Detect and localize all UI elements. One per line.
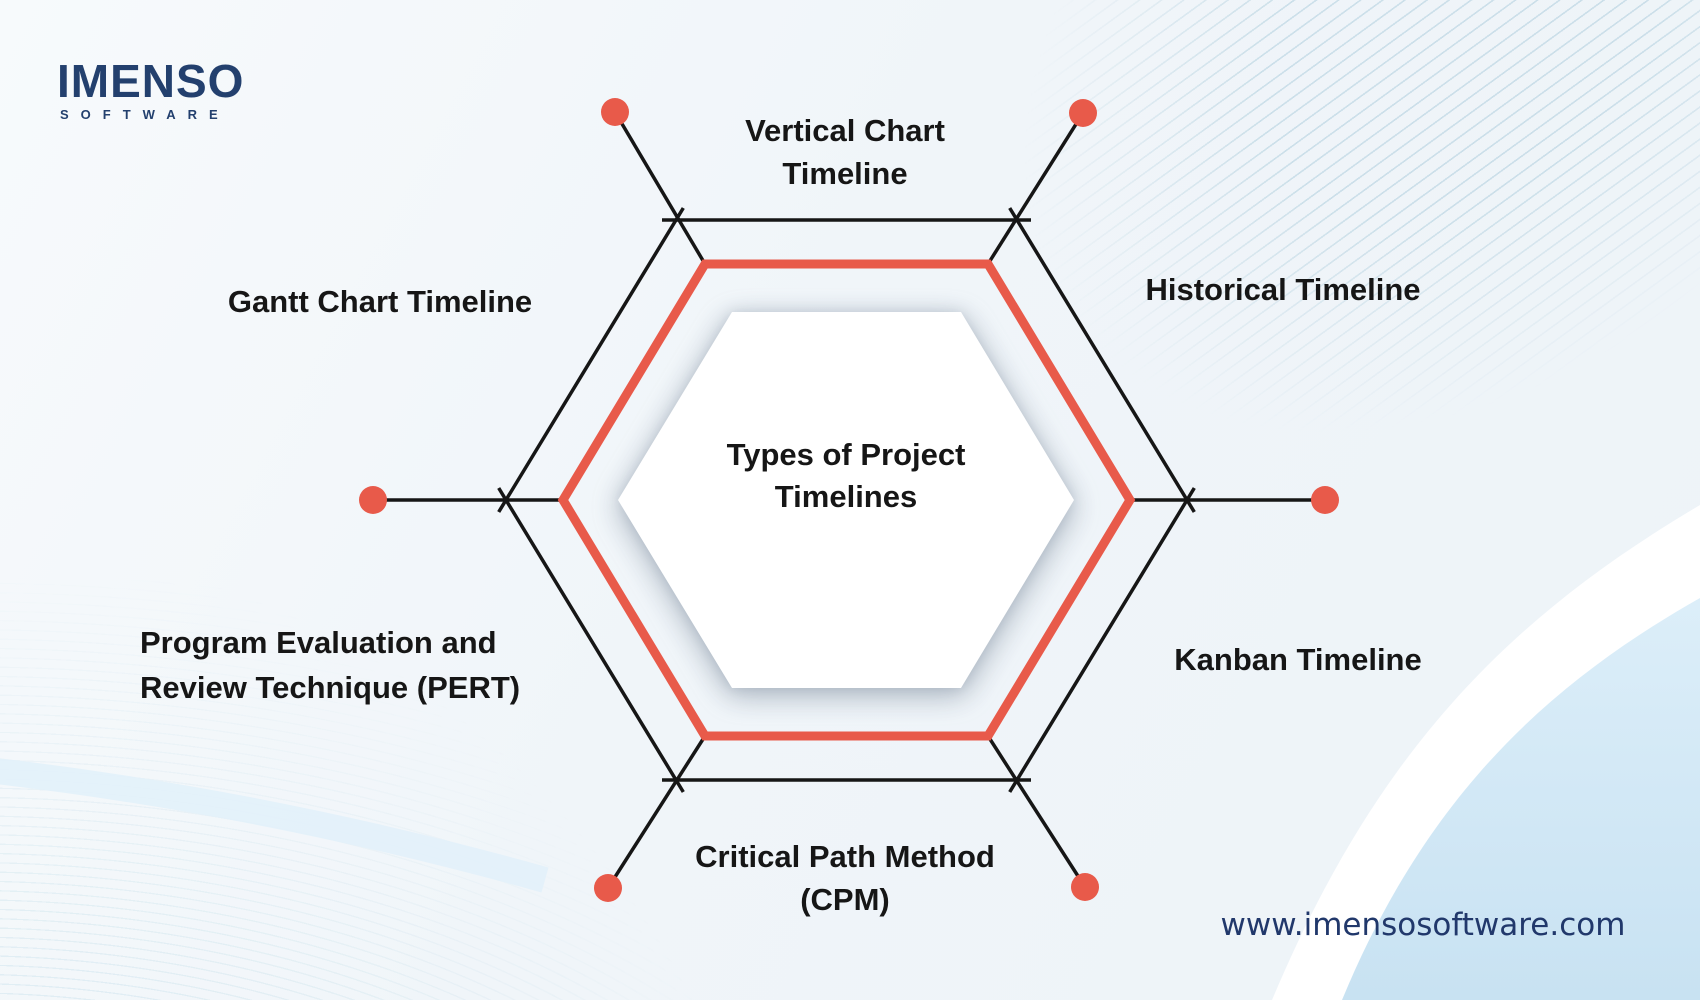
website-url-link[interactable]: www.imensosoftware.com (1220, 907, 1626, 943)
brand-logo: IMENSO SOFTWARE (57, 58, 244, 121)
label-pert: Program Evaluation and Review Technique … (140, 625, 521, 705)
brand-tagline: SOFTWARE (60, 107, 230, 122)
brand-name: IMENSO (57, 55, 245, 107)
accent-red-hexagon (557, 259, 1136, 741)
label-critical-path-method: Critical Path Method (CPM) (695, 839, 995, 917)
label-vertical-chart-timeline: Vertical Chart Timeline (745, 113, 945, 191)
spoke-lines (373, 111, 1325, 889)
dot-bottom-right (1071, 873, 1099, 901)
dot-right (1311, 486, 1339, 514)
dot-bottom-left (594, 874, 622, 902)
dot-left (359, 486, 387, 514)
endpoint-dots (359, 98, 1339, 902)
diagram-center-title: Types of Project Timelines (726, 437, 966, 514)
outer-black-hexagon (497, 207, 1196, 793)
label-kanban-timeline: Kanban Timeline (1174, 642, 1422, 677)
dot-top-right (1069, 99, 1097, 127)
bottom-left-wave-band (0, 758, 549, 893)
label-historical-timeline: Historical Timeline (1145, 272, 1421, 307)
inner-white-hexagon (618, 312, 1074, 688)
label-gantt-chart-timeline: Gantt Chart Timeline (227, 284, 533, 319)
dot-top-left (601, 98, 629, 126)
swoosh-blue-corner (1342, 598, 1700, 1000)
